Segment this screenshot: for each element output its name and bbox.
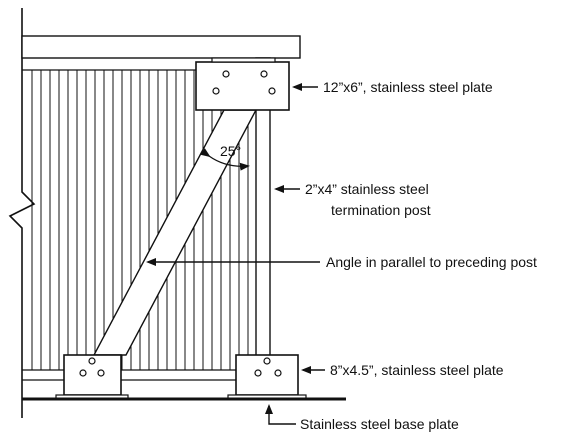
top-plate-bolts: [212, 70, 276, 95]
top-rail: [21, 35, 301, 59]
angle-arc: [200, 148, 250, 171]
left-break-line: [8, 8, 36, 418]
post-label-line2: termination post: [331, 202, 431, 218]
bolt-hole: [254, 369, 262, 377]
base-plate-leader: [265, 404, 296, 425]
angle-label: 25°: [220, 143, 241, 159]
bolt-hole: [274, 369, 282, 377]
parallel-label: Angle in parallel to preceding post: [326, 254, 537, 270]
base-plate-label: Stainless steel base plate: [300, 416, 459, 432]
top-plate-flange: [211, 57, 276, 63]
bolt-hole: [79, 369, 87, 377]
top-plate-label: 12”x6”, stainless steel plate: [323, 79, 493, 95]
bolt-hole: [212, 87, 220, 95]
bolt-hole: [263, 357, 271, 365]
bottom-plate-label: 8”x4.5”, stainless steel plate: [330, 362, 504, 378]
bolt-hole: [222, 70, 230, 78]
bolt-hole: [97, 369, 105, 377]
bolt-hole: [88, 357, 96, 365]
bottom-left-plate-bolts: [79, 357, 105, 377]
bolt-hole: [268, 87, 276, 95]
top-plate: [195, 61, 290, 111]
post-label-line1: 2”x4” stainless steel: [305, 181, 429, 197]
bolt-hole: [260, 70, 268, 78]
bottom-right-plate-bolts: [254, 357, 282, 377]
